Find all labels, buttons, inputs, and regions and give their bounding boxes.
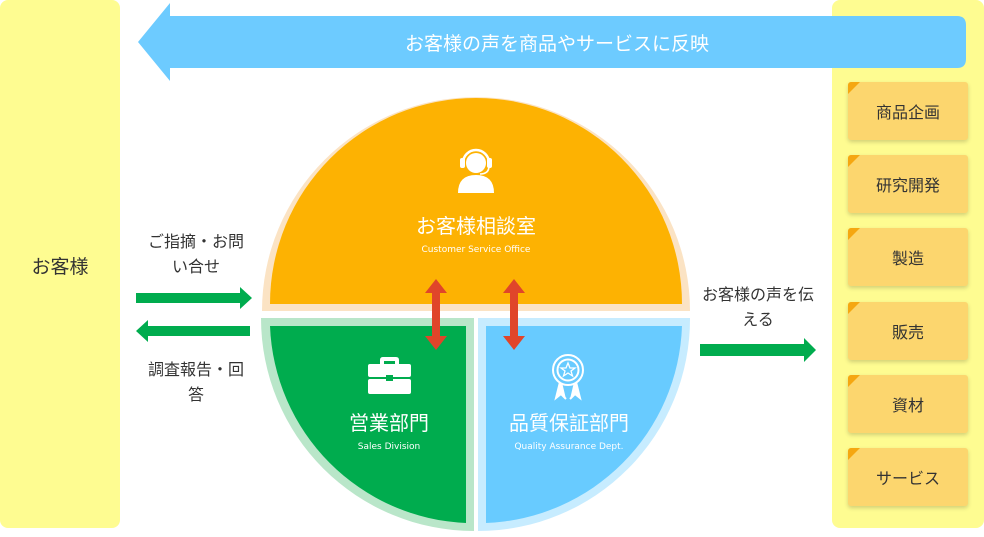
customer-service-segment <box>270 98 682 304</box>
departments-panel: 商品企画 研究開発 製造 販売 資材 サービス <box>832 0 984 528</box>
customer-panel: お客様 <box>0 0 120 528</box>
customer-service-label: お客様相談室 Customer Service Office <box>376 210 576 255</box>
feedback-arrow <box>138 3 966 81</box>
inquiry-label: ご指摘・お問い合せ <box>138 229 254 279</box>
pass-voice-label: お客様の声を伝える <box>694 282 822 332</box>
inquiry-arrow <box>136 287 252 309</box>
briefcase-icon <box>368 357 411 394</box>
red-double-arrow-left <box>425 279 447 350</box>
dept-sales: 販売 <box>848 302 968 360</box>
dept-manufacturing: 製造 <box>848 228 968 286</box>
award-icon <box>552 354 584 401</box>
inquiry-text: ご指摘・お問い合せ <box>148 232 245 276</box>
reply-label: 調査報告・回答 <box>138 357 254 407</box>
quality-label: 品質保証部門 Quality Assurance Dept. <box>490 407 648 452</box>
reply-arrow <box>136 320 250 342</box>
sales-jp: 営業部門 <box>349 411 429 435</box>
dept-service: サービス <box>848 448 968 506</box>
dept-research-development: 研究開発 <box>848 155 968 213</box>
reply-text: 調査報告・回答 <box>148 360 245 404</box>
sales-segment <box>270 326 466 523</box>
pass-voice-arrow <box>700 338 816 362</box>
customer-service-en: Customer Service Office <box>421 245 531 255</box>
sales-label: 営業部門 Sales Division <box>314 407 464 452</box>
sales-en: Sales Division <box>357 442 421 452</box>
banner-text: お客様の声を商品やサービスに反映 <box>404 33 709 55</box>
quality-segment <box>486 326 682 523</box>
quality-jp: 品質保証部門 <box>509 411 629 435</box>
dept-materials: 資材 <box>848 375 968 433</box>
customer-service-jp: お客様相談室 <box>416 214 536 238</box>
customer-label: お客様 <box>31 256 89 278</box>
pass-voice-text: お客様の声を伝える <box>701 285 814 329</box>
dept-product-planning: 商品企画 <box>848 82 968 140</box>
quality-en: Quality Assurance Dept. <box>514 442 624 452</box>
headset-icon <box>458 148 494 193</box>
red-double-arrow-right <box>503 279 525 350</box>
